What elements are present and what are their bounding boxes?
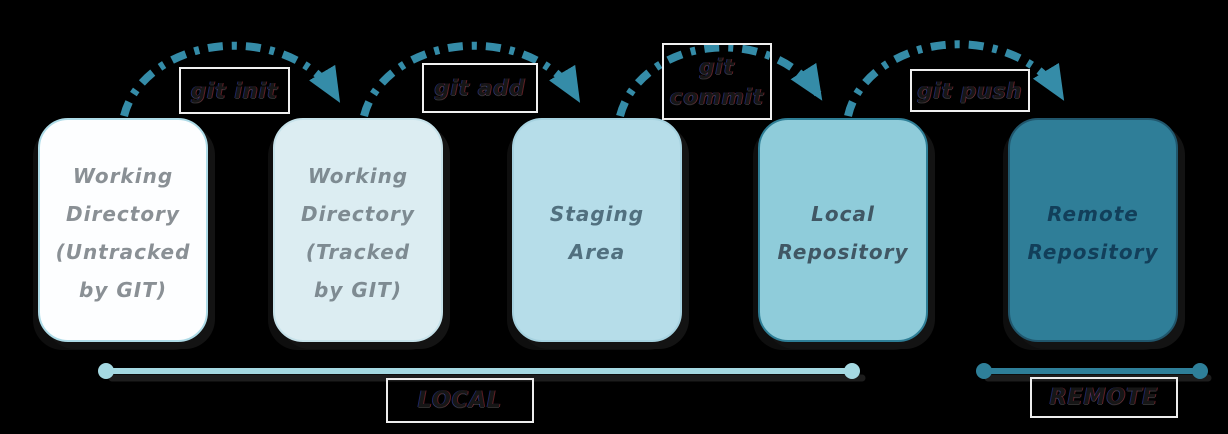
line-endpoint-dot	[1192, 363, 1208, 379]
node-working-directory-untracked: Working Directory (Untracked by GIT)	[38, 118, 208, 342]
line-endpoint-dot	[844, 363, 860, 379]
node-staging-area: Staging Area	[512, 118, 682, 342]
command-text: git init	[191, 78, 278, 103]
region-label-local: LOCAL	[386, 378, 534, 423]
command-text: git push	[917, 78, 1023, 103]
node-label: Local Repository	[777, 202, 909, 264]
command-label-git-push: git push	[910, 69, 1030, 112]
command-text: git commit	[670, 54, 764, 109]
node-label: Working Directory (Tracked by GIT)	[301, 164, 415, 302]
command-text: git add	[434, 76, 526, 100]
node-working-directory-tracked: Working Directory (Tracked by GIT)	[273, 118, 443, 342]
node-label: Working Directory (Untracked by GIT)	[55, 164, 191, 302]
region-text: REMOTE	[1049, 385, 1159, 410]
command-label-git-init: git init	[179, 67, 290, 114]
region-text: LOCAL	[417, 388, 503, 413]
command-label-git-add: git add	[422, 63, 538, 113]
line-endpoint-dot	[98, 363, 114, 379]
region-label-remote: REMOTE	[1030, 377, 1178, 418]
node-label: Staging Area	[549, 202, 645, 264]
node-label: Remote Repository	[1027, 202, 1159, 264]
line-endpoint-dot	[976, 363, 992, 379]
node-local-repository: Local Repository	[758, 118, 928, 342]
command-label-git-commit: git commit	[662, 43, 772, 120]
node-remote-repository: Remote Repository	[1008, 118, 1178, 342]
